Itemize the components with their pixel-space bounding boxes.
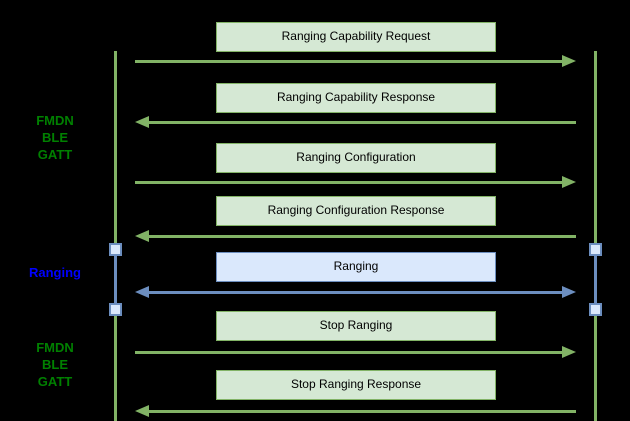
message-box-ranging-capability-request: Ranging Capability Request [216, 22, 496, 52]
arrow-shaft [146, 291, 565, 294]
phase-label-line: FMDN [36, 340, 74, 355]
stop-ranging-arrow [135, 346, 576, 359]
arrow-shaft [146, 121, 576, 124]
left-lifeline-green-bottom [114, 313, 117, 421]
right-lifeline-green-top [594, 51, 597, 244]
ranging-capability-response-arrow [135, 116, 576, 129]
phase-label-line: BLE [42, 357, 68, 372]
stop-ranging-response-arrow [135, 405, 576, 418]
phase-label-line: GATT [37, 147, 73, 162]
phase-label-fmdn-ble-gatt-top: FMDN BLE GATT [0, 112, 110, 163]
message-label: Ranging Capability Response [276, 90, 436, 104]
arrowhead-left-icon [135, 286, 149, 298]
left-lifeline-green-top [114, 51, 117, 244]
right-lifeline-blue-segment [594, 248, 597, 310]
phase-label-fmdn-ble-gatt-bottom: FMDN BLE GATT [0, 339, 110, 390]
lifeline-endpoint-marker [109, 303, 122, 316]
phase-label-line: GATT [37, 374, 73, 389]
message-label: Stop Ranging [319, 318, 393, 332]
arrowhead-right-icon [562, 286, 576, 298]
message-label: Ranging Configuration [296, 150, 416, 164]
phase-label-line: BLE [42, 130, 68, 145]
ranging-configuration-arrow [135, 176, 576, 189]
arrowhead-left-icon [135, 116, 149, 128]
message-box-ranging-configuration: Ranging Configuration [216, 143, 496, 173]
arrow-shaft [135, 351, 565, 354]
lifeline-endpoint-marker [589, 303, 602, 316]
arrowhead-left-icon [135, 230, 149, 242]
arrowhead-left-icon [135, 405, 149, 417]
message-label: Ranging Configuration Response [267, 203, 445, 217]
lifeline-endpoint-marker [589, 243, 602, 256]
message-box-stop-ranging: Stop Ranging [216, 311, 496, 341]
message-box-stop-ranging-response: Stop Ranging Response [216, 370, 496, 400]
arrowhead-right-icon [562, 55, 576, 67]
message-label: Ranging Capability Request [281, 29, 431, 43]
message-box-ranging: Ranging [216, 252, 496, 282]
message-label: Ranging [333, 259, 379, 273]
lifeline-endpoint-marker [109, 243, 122, 256]
ranging-bidirectional-arrow [135, 286, 576, 299]
message-box-ranging-configuration-response: Ranging Configuration Response [216, 196, 496, 226]
right-lifeline-green-bottom [594, 313, 597, 421]
arrowhead-right-icon [562, 346, 576, 358]
phase-label-ranging: Ranging [0, 265, 110, 280]
left-lifeline-blue-segment [114, 248, 117, 310]
ranging-configuration-response-arrow [135, 230, 576, 243]
message-label: Stop Ranging Response [290, 377, 422, 391]
arrowhead-right-icon [562, 176, 576, 188]
message-box-ranging-capability-response: Ranging Capability Response [216, 83, 496, 113]
arrow-shaft [135, 60, 565, 63]
arrow-shaft [146, 235, 576, 238]
arrow-shaft [146, 410, 576, 413]
phase-label-line: Ranging [29, 265, 81, 280]
ranging-capability-request-arrow [135, 55, 576, 68]
arrow-shaft [135, 181, 565, 184]
phase-label-line: FMDN [36, 113, 74, 128]
